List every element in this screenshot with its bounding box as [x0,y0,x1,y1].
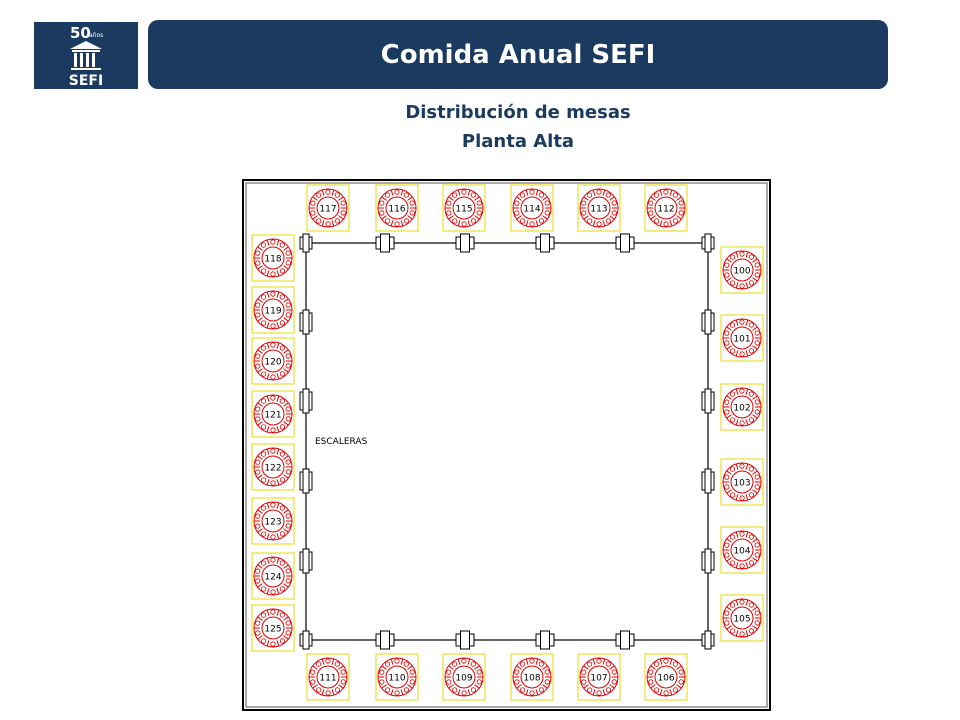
logo-roof-icon [70,41,102,49]
column [455,630,475,650]
column [701,630,715,650]
table-number: 121 [264,411,281,421]
column [375,233,395,253]
table-number: 123 [264,518,281,528]
table-119: 119 [251,286,295,334]
table-number: 100 [733,267,750,277]
columns [299,233,715,650]
column [299,630,313,650]
table-108: 108 [510,653,554,701]
table-number: 101 [733,335,750,345]
table-number: 118 [264,255,281,265]
column [535,630,555,650]
atrium-outline [305,242,709,641]
column [701,309,715,335]
column [299,388,313,414]
table-number: 112 [657,205,674,215]
table-number: 103 [733,479,750,489]
table-116: 116 [375,184,419,232]
column [701,548,715,574]
table-number: 104 [733,547,750,557]
sefi-logo: 50 años SEFI [34,22,138,89]
table-number: 122 [264,464,281,474]
table-number: 115 [455,205,472,215]
tables: 117 116 115 114 113 112 111 110 109 108 107 106 118 1… [251,184,764,701]
table-122: 122 [251,443,295,491]
table-103: 103 [720,458,764,506]
page-title: Comida Anual SEFI [380,39,656,70]
logo-text: SEFI [69,73,103,89]
table-113: 113 [577,184,621,232]
outer-wall [242,179,771,711]
column [615,233,635,253]
column [299,468,313,494]
table-number: 114 [523,205,540,215]
table-109: 109 [442,653,486,701]
column [375,630,395,650]
table-105: 105 [720,594,764,642]
table-number: 107 [590,674,607,684]
table-number: 102 [733,404,750,414]
table-number: 124 [264,573,281,583]
table-number: 105 [733,615,750,625]
table-number: 117 [319,205,336,215]
table-number: 120 [264,358,281,368]
title-bar: Comida Anual SEFI [148,20,888,89]
logo-badge: 50 [70,24,91,42]
table-110: 110 [375,653,419,701]
table-number: 113 [590,205,607,215]
column [701,468,715,494]
column [535,233,555,253]
table-number: 106 [657,674,674,684]
table-112: 112 [644,184,688,232]
table-number: 109 [455,674,472,684]
outer-wall-inner [245,182,768,708]
column [299,233,313,253]
table-101: 101 [720,314,764,362]
table-124: 124 [251,552,295,600]
stairs-label: ESCALERAS [315,437,368,447]
table-106: 106 [644,653,688,701]
logo-badge-suffix: años [89,32,103,39]
table-number: 116 [388,205,405,215]
table-120: 120 [251,337,295,385]
table-123: 123 [251,497,295,545]
subtitle-line1: Distribución de mesas [405,102,631,123]
column [615,630,635,650]
table-number: 119 [264,307,281,317]
table-number: 111 [319,674,336,684]
column [701,233,715,253]
table-number: 125 [264,625,281,635]
table-107: 107 [577,653,621,701]
table-111: 111 [306,653,350,701]
table-117: 117 [306,184,350,232]
column [299,309,313,335]
column [701,388,715,414]
table-118: 118 [251,234,295,282]
column [299,548,313,574]
table-114: 114 [510,184,554,232]
table-102: 102 [720,383,764,431]
table-115: 115 [442,184,486,232]
table-100: 100 [720,246,764,294]
column [455,233,475,253]
table-number: 110 [388,674,405,684]
subtitle-line2: Planta Alta [461,131,575,152]
table-121: 121 [251,390,295,438]
table-125: 125 [251,604,295,652]
table-number: 108 [523,674,540,684]
table-104: 104 [720,526,764,574]
